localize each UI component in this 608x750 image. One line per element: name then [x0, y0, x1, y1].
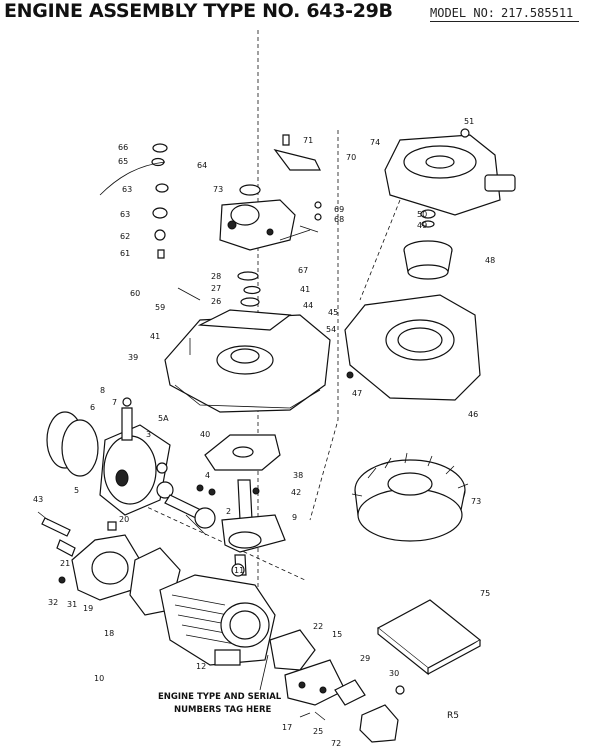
callout-number: 6 [90, 403, 95, 412]
callout-number: 32 [48, 598, 58, 607]
callout-number: 25 [313, 727, 323, 736]
governor-linkage-parts [99, 143, 169, 259]
callout-number: 70 [346, 153, 356, 162]
callout-number: 63 [120, 210, 130, 219]
callout-number: 7 [112, 398, 117, 407]
callout-number: 15 [332, 630, 342, 639]
callout-number: 66 [118, 143, 128, 152]
callout-number: 19 [83, 604, 93, 613]
tag-pointer [259, 654, 269, 691]
corner-code: R5 [447, 711, 459, 721]
callout-number: 22 [313, 622, 323, 631]
carburetor-lower-parts [299, 679, 405, 743]
callout-number: 43 [33, 495, 43, 504]
callout-number: 39 [128, 353, 138, 362]
callout-number: 21 [60, 559, 70, 568]
blower-housing [344, 294, 481, 401]
intake-gaskets [177, 271, 261, 307]
callout-number: 75 [480, 589, 490, 598]
callout-number: 11 [234, 566, 244, 575]
callout-number: 72 [331, 739, 341, 748]
fuel-tank-base [164, 309, 331, 413]
callout-number: 44 [303, 301, 313, 310]
callout-number: 30 [389, 669, 399, 678]
model-label: MODEL NO: [430, 6, 496, 20]
muffler [58, 521, 141, 601]
starter-cup [403, 240, 453, 280]
assembly-centerline [309, 130, 339, 521]
piston-assembly [46, 397, 171, 516]
callout-number: 41 [300, 285, 310, 294]
flywheel [351, 452, 469, 542]
callout-number: 47 [352, 389, 362, 398]
callout-number: 73 [471, 497, 481, 506]
callout-number: 67 [298, 266, 308, 275]
callout-number: 74 [370, 138, 380, 147]
callout-number: 2 [226, 507, 231, 516]
callout-number: 49 [417, 221, 427, 230]
callout-number: 41 [150, 332, 160, 341]
callout-number: 54 [326, 325, 336, 334]
callout-number: 20 [119, 515, 129, 524]
callout-number: 65 [118, 157, 128, 166]
callout-number: 68 [334, 215, 344, 224]
callout-number: 3 [146, 430, 151, 439]
callout-number: 12 [196, 662, 206, 671]
callout-number: 4 [205, 471, 210, 480]
callout-number: 17 [282, 723, 292, 732]
callout-number: 9 [292, 513, 297, 522]
valve-cover-parts [269, 629, 346, 706]
callout-number: 62 [120, 232, 130, 241]
callout-number: 5 [74, 486, 79, 495]
callout-number: 63 [122, 185, 132, 194]
callout-number: 51 [464, 117, 474, 126]
bearing-plate [204, 434, 281, 495]
callout-number: 8 [100, 386, 105, 395]
callout-number: 61 [120, 249, 130, 258]
callout-number: 60 [130, 289, 140, 298]
carburetor [219, 134, 322, 251]
model-number: 217.585511 [501, 6, 574, 20]
tag-note-line2: NUMBERS TAG HERE [174, 705, 272, 715]
callout-number: 18 [104, 629, 114, 638]
recoil-starter [384, 128, 516, 228]
callout-number: 28 [211, 272, 221, 281]
callout-number: 31 [67, 600, 77, 609]
tag-note-line1: ENGINE TYPE AND SERIAL [158, 692, 282, 702]
callout-number: 40 [200, 430, 210, 439]
callout-number: 42 [291, 488, 301, 497]
callout-number: 27 [211, 284, 221, 293]
callout-number: 71 [303, 136, 313, 145]
callout-number: 64 [197, 161, 207, 170]
assembly-centerline [359, 199, 401, 301]
crankshaft [221, 479, 286, 576]
callout-number: 10 [94, 674, 104, 683]
callout-number: 26 [211, 297, 221, 306]
callout-number: 29 [360, 654, 370, 663]
connecting-rod [156, 481, 216, 536]
spark-plug [37, 511, 76, 557]
callout-number: 45 [328, 308, 338, 317]
callout-number: 73 [213, 185, 223, 194]
callout-number: 69 [334, 205, 344, 214]
callout-number: 38 [293, 471, 303, 480]
callout-number: 48 [485, 256, 495, 265]
callout-number: 5A [158, 414, 169, 423]
cylinder-block [129, 547, 276, 666]
parts-box [376, 599, 482, 676]
callout-number: 46 [468, 410, 478, 419]
callout-number: 50 [417, 210, 427, 219]
model-number-field: MODEL NO: 217.585511 [430, 6, 580, 22]
page-title: ENGINE ASSEMBLY TYPE NO. 643-29B [4, 0, 393, 22]
callout-number: 59 [155, 303, 165, 312]
